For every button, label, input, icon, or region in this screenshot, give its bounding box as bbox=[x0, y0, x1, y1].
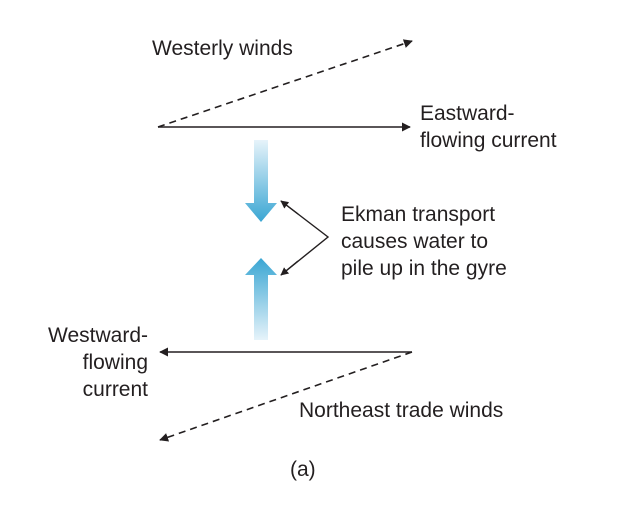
eastward-current-label-line2: flowing current bbox=[420, 129, 557, 152]
westerly-winds-arrow bbox=[157, 39, 413, 128]
ekman-transport-down-arrow bbox=[245, 140, 277, 222]
ekman-label-line2: causes water to bbox=[341, 230, 489, 253]
ekman-label-line1: Ekman transport bbox=[341, 203, 496, 226]
northeast-trade-winds-arrow bbox=[159, 351, 413, 442]
eastward-current-label-line1: Eastward- bbox=[420, 102, 515, 125]
northeast-trade-winds-label: Northeast trade winds bbox=[299, 399, 504, 422]
ekman-transport-up-arrow bbox=[245, 258, 277, 340]
westward-current-label-line3: current bbox=[82, 378, 148, 401]
panel-caption: (a) bbox=[290, 458, 316, 481]
westerly-winds-label: Westerly winds bbox=[152, 37, 293, 60]
ekman-pointer-bottom-arrow bbox=[280, 260, 299, 276]
ekman-label-line3: pile up in the gyre bbox=[341, 257, 507, 280]
westward-current-label-line1: Westward- bbox=[48, 324, 148, 347]
westward-current-label-line2: flowing bbox=[82, 351, 148, 374]
ekman-pointer-top-arrow bbox=[280, 200, 299, 215]
ekman-pointer-lines bbox=[280, 200, 330, 276]
